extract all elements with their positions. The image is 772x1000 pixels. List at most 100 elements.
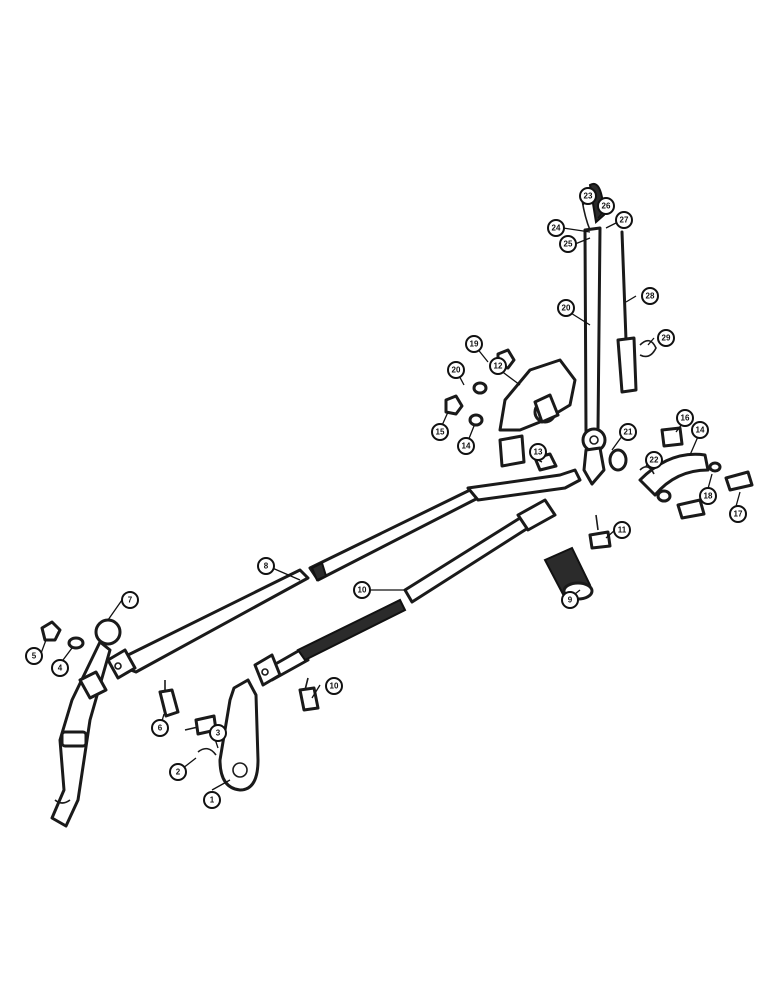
callout-2: 2 (169, 763, 187, 781)
callout-circle (257, 557, 275, 575)
rod-29 (616, 230, 657, 394)
callout-23: 23 (579, 187, 597, 205)
callout-number: 4 (58, 664, 63, 673)
callout-circle (619, 423, 637, 441)
pin-6 (158, 680, 180, 718)
callout-number: 7 (128, 596, 133, 605)
callout-27: 27 (615, 211, 633, 229)
callout-circle (676, 409, 694, 427)
callout-number: 3 (216, 729, 221, 738)
callout-5: 5 (25, 647, 43, 665)
callout-17: 17 (729, 505, 747, 523)
clip-2 (197, 747, 217, 756)
callout-number: 5 (32, 652, 37, 661)
callout-circle (489, 357, 507, 375)
callout-number: 19 (470, 340, 479, 349)
callout-circle (597, 197, 615, 215)
callout-number: 6 (158, 724, 163, 733)
callout-circle (51, 659, 69, 677)
callout-circle (169, 763, 187, 781)
leader-lines (39, 197, 741, 791)
callout-circle (729, 505, 747, 523)
callout-number: 25 (564, 240, 573, 249)
callout-circle (529, 443, 547, 461)
callout-number: 11 (618, 526, 627, 535)
callout-11: 11 (613, 521, 631, 539)
nut-5-washer-4 (40, 620, 85, 650)
callout-8: 8 (257, 557, 275, 575)
callout-number: 28 (646, 292, 655, 301)
pin-11 (588, 514, 612, 550)
callout-3: 3 (209, 724, 227, 742)
callout-number: 17 (734, 510, 743, 519)
callout-circle (465, 335, 483, 353)
callout-number: 8 (264, 562, 269, 571)
callout-circle (325, 677, 343, 695)
callout-circle (561, 591, 579, 609)
callout-circle (645, 451, 663, 469)
callout-number: 12 (494, 362, 503, 371)
hand-lever-21 (581, 182, 607, 486)
callout-circle (203, 791, 221, 809)
callout-number: 1 (210, 796, 215, 805)
callout-14: 14 (691, 421, 709, 439)
bracket-plate-12 (498, 358, 577, 468)
callout-20: 20 (557, 299, 575, 317)
callout-7: 7 (121, 591, 139, 609)
callout-16: 16 (676, 409, 694, 427)
callout-circle (559, 235, 577, 253)
callout-24: 24 (547, 219, 565, 237)
callout-circle (151, 719, 169, 737)
rod-10-lower (253, 498, 557, 687)
callout-25: 25 (559, 235, 577, 253)
callout-number: 10 (330, 682, 339, 691)
callout-1: 1 (203, 791, 221, 809)
callout-number: 16 (681, 414, 690, 423)
callout-9: 9 (561, 591, 579, 609)
callout-22: 22 (645, 451, 663, 469)
shift-lever-7 (50, 618, 122, 828)
callout-20: 20 (447, 361, 465, 379)
callout-circle (25, 647, 43, 665)
callout-number: 24 (552, 224, 561, 233)
callout-circle (579, 187, 597, 205)
callout-number: 23 (584, 192, 593, 201)
callout-number: 27 (620, 216, 629, 225)
callout-28: 28 (641, 287, 659, 305)
callout-13: 13 (529, 443, 547, 461)
callout-10: 10 (353, 581, 371, 599)
callout-circle (641, 287, 659, 305)
callout-number: 2 (176, 768, 181, 777)
callout-circle (699, 487, 717, 505)
callout-14: 14 (457, 437, 475, 455)
callout-number: 20 (452, 366, 461, 375)
callout-number: 18 (704, 492, 713, 501)
callout-29: 29 (657, 329, 675, 347)
callout-26: 26 (597, 197, 615, 215)
callout-15: 15 (431, 423, 449, 441)
callout-number: 22 (650, 456, 659, 465)
callout-circle (691, 421, 709, 439)
callout-number: 26 (602, 202, 611, 211)
callout-6: 6 (151, 719, 169, 737)
pin-10b (298, 677, 320, 712)
callout-10: 10 (325, 677, 343, 695)
callout-circle (615, 211, 633, 229)
callout-circle (121, 591, 139, 609)
callout-labels: 1234567891010111213141415161718192020212… (25, 187, 747, 809)
callout-circle (209, 724, 227, 742)
callout-circle (613, 521, 631, 539)
callout-number: 9 (568, 596, 573, 605)
callout-number: 29 (662, 334, 671, 343)
callout-circle (457, 437, 475, 455)
callout-18: 18 (699, 487, 717, 505)
callout-circle (447, 361, 465, 379)
callout-circle (547, 219, 565, 237)
callout-circle (657, 329, 675, 347)
callout-21: 21 (619, 423, 637, 441)
callout-number: 10 (358, 586, 367, 595)
callout-number: 21 (624, 428, 633, 437)
callout-number: 14 (462, 442, 471, 451)
callout-4: 4 (51, 659, 69, 677)
